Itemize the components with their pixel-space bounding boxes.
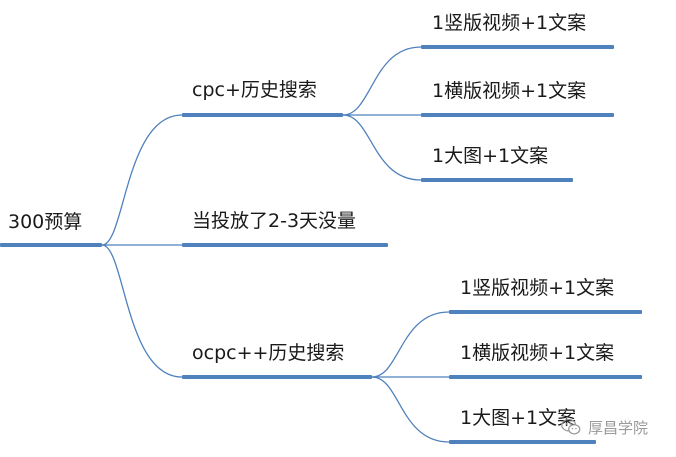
branch-3-leaf-3-underline <box>449 440 596 444</box>
connector-b3-leaf-3 <box>371 376 450 443</box>
connector-b3-leaf-1 <box>371 311 450 378</box>
branch-3-leaf-2-label: 1横版视频+1文案 <box>460 342 615 364</box>
branch-1-leaf-1-underline <box>421 45 614 49</box>
connector-b1-leaf-1 <box>342 46 422 116</box>
connector-lines <box>101 46 450 443</box>
watermark: 厚昌学院 <box>560 414 672 440</box>
branch-3-leaf-3-label: 1大图+1文案 <box>460 407 577 429</box>
connector-root-branch-3 <box>101 244 183 378</box>
branch-1-leaf-1-label: 1竖版视频+1文案 <box>432 12 587 34</box>
branch-1-label: cpc+历史搜索 <box>192 79 317 101</box>
connector-root-branch-1 <box>101 114 183 246</box>
branch-2-label: 当投放了2-3天没量 <box>192 210 357 232</box>
branch-3-leaf-2-underline <box>449 375 642 379</box>
branch-1-leaf-2-label: 1横版视频+1文案 <box>432 80 587 102</box>
wechat-icon <box>561 418 581 435</box>
branch-2-underline <box>182 243 388 247</box>
branch-3-leaf-1-underline <box>449 310 642 314</box>
branch-1-leaf-3-underline <box>421 178 573 182</box>
branch-1-leaf-3-label: 1大图+1文案 <box>432 145 549 167</box>
root-node-label: 300预算 <box>8 211 83 233</box>
branch-1-leaf-2-underline <box>421 113 614 117</box>
branch-3-label: ocpc++历史搜索 <box>192 342 345 364</box>
watermark-text: 厚昌学院 <box>588 418 649 437</box>
connector-b1-leaf-3 <box>342 114 422 181</box>
branch-1-underline <box>182 113 343 117</box>
branch-3-leaf-1-label: 1竖版视频+1文案 <box>460 277 615 299</box>
root-node-underline <box>0 243 102 247</box>
branch-3-underline <box>182 375 372 379</box>
